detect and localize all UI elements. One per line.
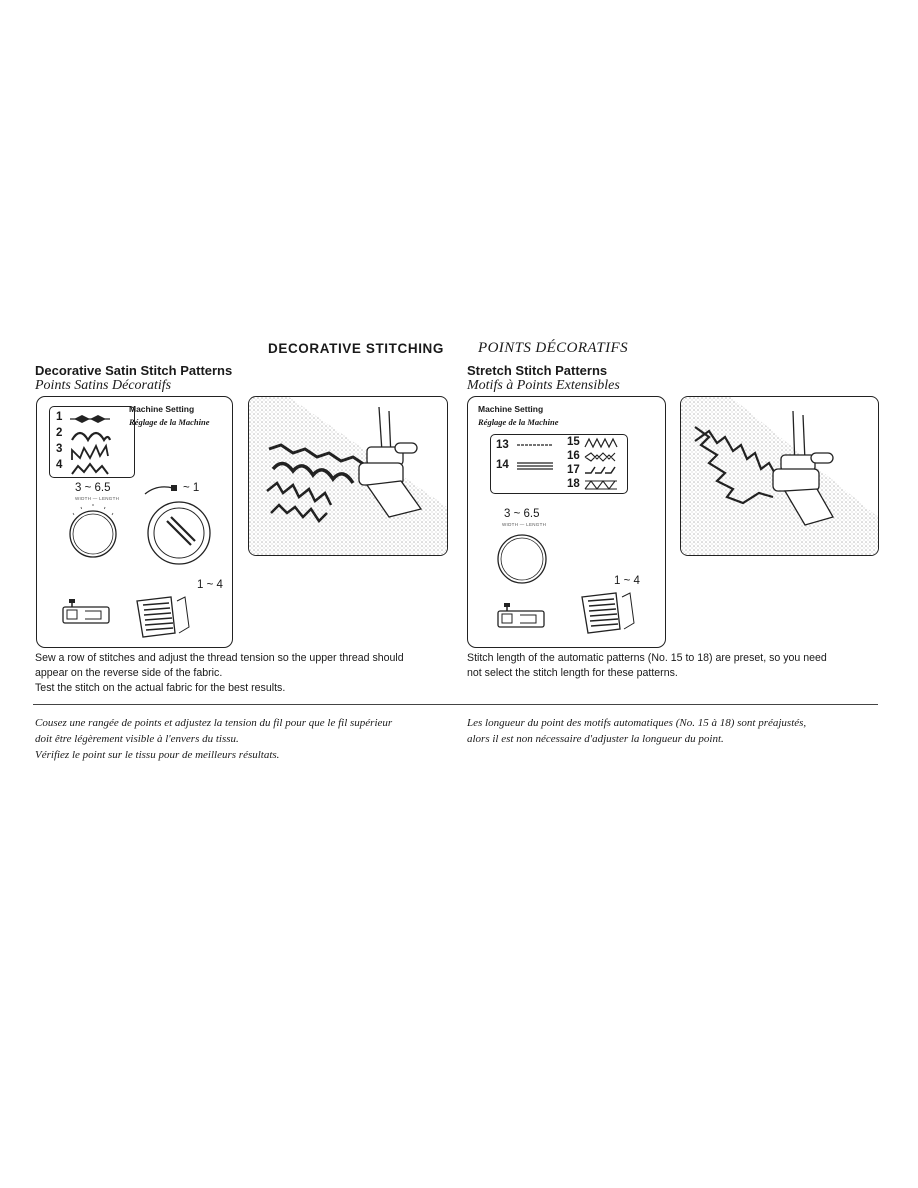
instruction-line: Sew a row of stitches and adjust the thr… [35, 652, 404, 664]
page-title-en: DECORATIVE STITCHING [268, 341, 445, 356]
right-section-subtitle: Motifs à Points Extensibles [467, 378, 620, 393]
left-section-title: Decorative Satin Stitch Patterns [35, 363, 233, 378]
machine-setting-label-fr: Réglage de la Machine [478, 417, 559, 427]
right-pattern-panel: 13 14 15 16 17 18 [490, 434, 628, 494]
left-machine-setting-box: 1 2 3 4 Machine Setting Réglage de la Ma… [36, 396, 233, 648]
tension-setting-value: ~ 1 [183, 482, 200, 494]
instruction-line: Test the stitch on the actual fabric for… [35, 682, 286, 694]
machine-setting-label: Machine Setting [129, 404, 195, 414]
left-pattern-panel: 1 2 3 4 [49, 406, 135, 478]
stitch-width-dial-icon [497, 534, 547, 584]
length-setting-value: 1 ~ 4 [197, 579, 223, 591]
left-section-subtitle: Points Satins Décoratifs [35, 378, 172, 393]
instruction-line: Les longueur du point des motifs automat… [467, 717, 807, 729]
instruction-line: not select the stitch length for these p… [467, 667, 678, 679]
page-title-fr: POINTS DÉCORATIFS [478, 340, 628, 356]
pattern-number: 1 [56, 411, 63, 423]
right-section-title: Stretch Stitch Patterns [467, 363, 608, 378]
instruction-line: appear on the reverse side of the fabric… [35, 667, 223, 679]
dial-caption: WIDTH — LENGTH [75, 496, 120, 501]
instruction-line: Cousez une rangée de points et adjustez … [35, 717, 393, 729]
tension-dial-icon [147, 501, 211, 565]
machine-setting-label-fr: Réglage de la Machine [129, 417, 210, 427]
length-setting-value: 1 ~ 4 [614, 575, 640, 587]
stitch-length-dial-icon [136, 596, 190, 638]
dial-caption: WIDTH — LENGTH [502, 522, 547, 527]
satin-pattern-icons [70, 415, 112, 475]
right-instructions-fr: Les longueur du point des motifs automat… [467, 715, 887, 747]
pattern-number: 17 [567, 464, 580, 476]
stitch-width-dial-icon [69, 504, 117, 558]
pattern-number: 15 [567, 436, 580, 448]
right-machine-setting-box: Machine Setting Réglage de la Machine 13… [467, 396, 666, 648]
right-instructions-en: Stitch length of the automatic patterns … [467, 651, 887, 681]
pattern-number: 4 [56, 459, 63, 471]
width-setting-value: 3 ~ 6.5 [504, 508, 540, 520]
instruction-line: alors il est non nécessaire d'adjuster l… [467, 733, 724, 745]
width-setting-value: 3 ~ 6.5 [75, 482, 111, 494]
instruction-line: Stitch length of the automatic patterns … [467, 652, 827, 664]
machine-setting-label: Machine Setting [478, 404, 544, 414]
stretch-pattern-icons [517, 437, 618, 490]
pattern-number: 14 [496, 459, 509, 471]
pattern-number: 16 [567, 450, 580, 462]
pattern-number: 3 [56, 443, 63, 455]
pattern-number: 13 [496, 439, 509, 451]
left-instructions-fr: Cousez une rangée de points et adjustez … [35, 715, 460, 763]
presser-foot-icon [62, 599, 110, 624]
section-divider [33, 704, 878, 705]
presser-foot-icon [497, 603, 545, 628]
decorative-stitch-illustration [248, 396, 448, 556]
left-instructions-en: Sew a row of stitches and adjust the thr… [35, 651, 455, 696]
thread-tension-icon [144, 485, 177, 495]
pattern-number: 2 [56, 427, 63, 439]
stretch-stitch-illustration [680, 396, 879, 556]
instruction-line: Vérifiez le point sur le tissu pour de m… [35, 749, 280, 761]
pattern-number: 18 [567, 478, 580, 490]
instruction-line: doit être légèrement visible à l'envers … [35, 733, 239, 745]
stitch-length-dial-icon [581, 592, 635, 634]
